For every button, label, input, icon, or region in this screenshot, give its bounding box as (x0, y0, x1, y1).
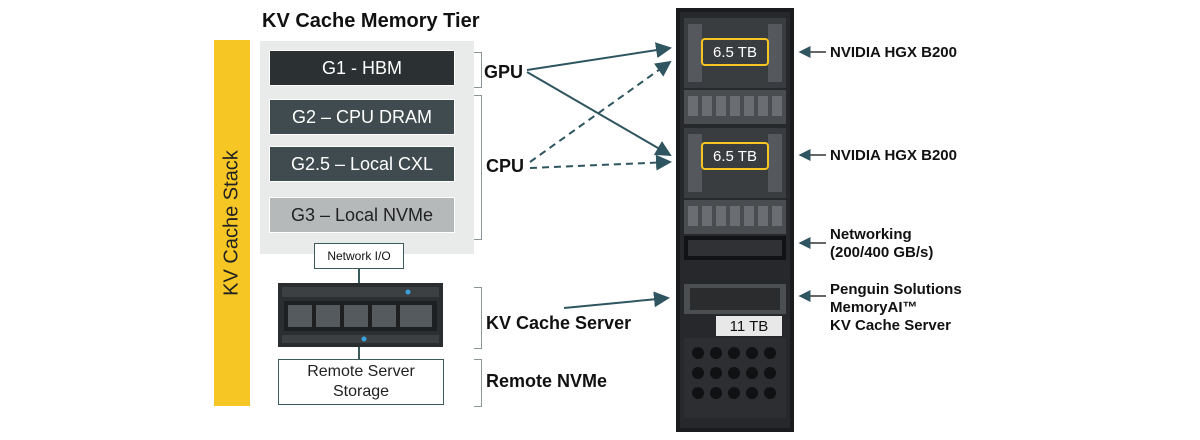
kv-server-bracket (474, 287, 482, 349)
kv-cache-stack-bar (214, 40, 250, 406)
gpu-bracket (474, 52, 482, 88)
cpu-label: CPU (486, 156, 525, 176)
memoryai-line2: MemoryAI™ (830, 299, 918, 316)
server-rack-image (676, 8, 794, 432)
networking-line1: Networking (830, 226, 912, 243)
hgx1-capacity-badge: 6.5 TB (701, 38, 769, 66)
kv-server-connector (358, 347, 360, 359)
gpu-to-hgx1-arrow (526, 42, 672, 71)
memoryai-label: Penguin Solutions MemoryAI™ KV Cache Ser… (830, 281, 962, 335)
network-io-box: Network I/O (314, 243, 404, 269)
gpu-label: GPU (484, 62, 524, 82)
tier-g25-local-cxl: G2.5 – Local CXL (269, 146, 455, 182)
tier-g3-local-nvme: G3 – Local NVMe (269, 197, 455, 233)
remote-server-storage-box: Remote Server Storage (278, 359, 444, 405)
kv-cache-server-image (278, 283, 443, 347)
kv-cache-server-label: KV Cache Server (486, 313, 632, 333)
networking-label: Networking (200/400 GB/s) (830, 226, 933, 262)
remote-storage-line1: Remote Server (307, 363, 415, 380)
memoryai-line3: KV Cache Server (830, 317, 951, 334)
hgx1-label: NVIDIA HGX B200 (830, 44, 957, 61)
networking-line2: (200/400 GB/s) (830, 244, 934, 261)
cpu-bracket (474, 95, 482, 240)
kv-server-arrow (563, 291, 670, 309)
remote-storage-line2: Storage (332, 383, 390, 400)
network-io-connector (358, 269, 360, 283)
hgx2-capacity-badge: 6.5 TB (701, 142, 769, 170)
tier-g1-hbm: G1 - HBM (269, 50, 455, 86)
cpu-to-hgx2-arrow (529, 154, 672, 171)
hgx2-label: NVIDIA HGX B200 (830, 147, 957, 164)
kv-server-capacity-badge: 11 TB (716, 316, 782, 336)
memoryai-line1: Penguin Solutions (830, 281, 962, 298)
cpu-to-hgx1-arrow (529, 60, 672, 163)
remote-nvme-label: Remote NVMe (486, 371, 608, 391)
remote-nvme-bracket (474, 359, 482, 407)
gpu-to-hgx2-arrow (526, 71, 672, 157)
tier-g2-cpu-dram: G2 – CPU DRAM (269, 99, 455, 135)
tier-title: KV Cache Memory Tier (262, 10, 480, 32)
